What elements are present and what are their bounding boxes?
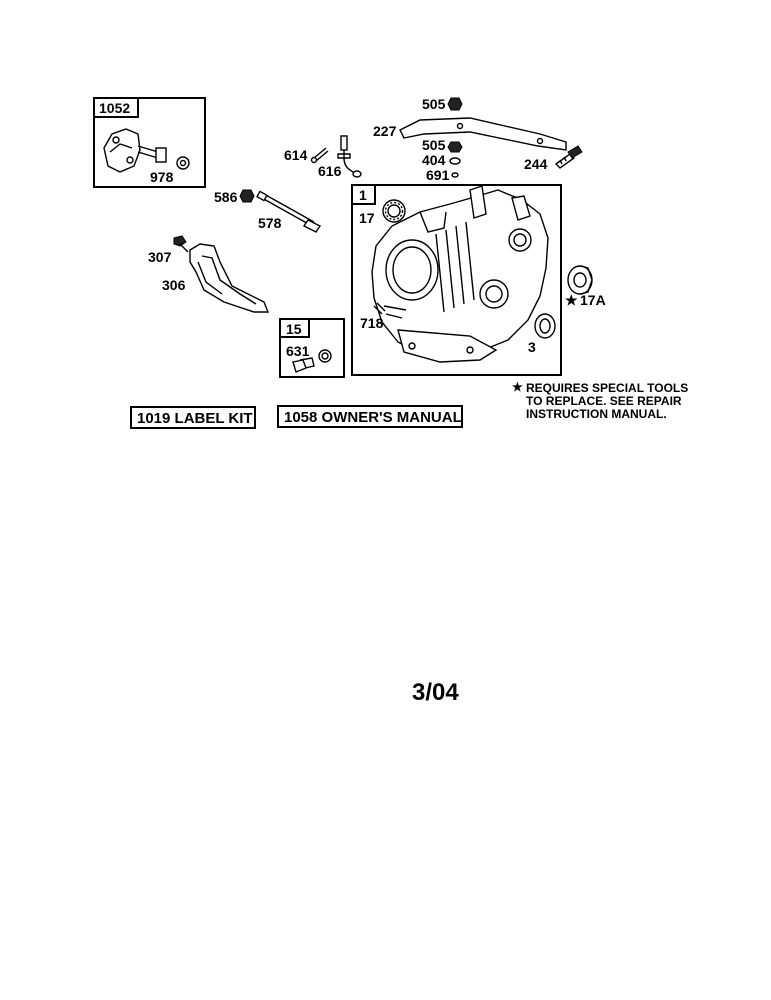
seal-3-illustration	[534, 313, 556, 339]
seal-17-illustration	[382, 199, 406, 223]
part-label-631: 631	[286, 343, 310, 359]
part-label-614: 614	[284, 147, 308, 163]
bolt-307-illustration	[173, 235, 189, 253]
part-label-978: 978	[150, 169, 174, 185]
part-label-404: 404	[422, 152, 446, 168]
kit-owners-manual-text: 1058 OWNER'S MANUAL	[284, 409, 462, 426]
crankcase-body-illustration	[371, 185, 549, 363]
nut-505-mid-illustration	[447, 141, 463, 153]
part-label-307: 307	[148, 249, 172, 265]
note-line-3: INSTRUCTION MANUAL.	[526, 407, 667, 421]
lever-306-illustration	[189, 243, 270, 313]
kit-owners-manual: 1058 OWNER'S MANUAL	[277, 405, 463, 428]
box-1-crankcase: 1 17 718	[351, 184, 562, 376]
bearing-17A-illustration	[567, 265, 593, 295]
part-label-616: 616	[318, 163, 342, 179]
dipstick-group: 614 616	[284, 135, 362, 179]
special-tools-note: ★ REQUIRES SPECIAL TOOLS TO REPLACE. SEE…	[512, 380, 688, 421]
part-label-306: 306	[162, 277, 186, 293]
bearing-17A-group: ★ 17A	[565, 265, 606, 308]
part-label-244: 244	[524, 156, 548, 172]
note-line-1: REQUIRES SPECIAL TOOLS	[526, 381, 688, 395]
note-line-2: TO REPLACE. SEE REPAIR	[526, 394, 682, 408]
part-label-586: 586	[214, 189, 238, 205]
pin-718-illustration	[373, 302, 386, 315]
special-tools-star: ★	[565, 292, 578, 308]
part-label-505-mid: 505	[422, 137, 446, 153]
part-label-17: 17	[359, 210, 375, 226]
part-label-1: 1	[359, 187, 367, 203]
note-star: ★	[512, 380, 523, 394]
fitting-244-illustration	[554, 145, 583, 169]
revision-date: 3/04	[412, 679, 459, 706]
box-15: 15 631	[279, 318, 345, 378]
governor-shaft-group: 586 578	[214, 189, 322, 233]
fitting-244-group: 244	[524, 145, 583, 172]
part-label-1052: 1052	[99, 100, 130, 116]
washer-691-illustration	[451, 172, 459, 178]
governor-lever-group: 307 306	[148, 235, 270, 313]
part-label-691: 691	[426, 167, 450, 183]
part-label-718: 718	[360, 315, 384, 331]
drain-plug-631-illustration	[292, 349, 332, 373]
shaft-578-illustration	[256, 190, 322, 233]
part-label-227: 227	[373, 123, 397, 139]
part-label-505-top: 505	[422, 96, 446, 112]
box-1052: 1052 978	[93, 97, 206, 188]
nut-505-top-illustration	[447, 97, 463, 111]
seal-586-illustration	[239, 189, 255, 203]
bracket-group: 505 227 505 404 691	[373, 96, 567, 183]
clip-614-illustration	[310, 147, 329, 164]
washer-404-illustration	[449, 157, 461, 165]
governor-assembly-illustration	[103, 128, 190, 173]
bracket-227-illustration	[399, 117, 567, 151]
part-label-17A: 17A	[580, 292, 606, 308]
kit-label-text: 1019 LABEL KIT	[137, 410, 253, 427]
part-label-3: 3	[528, 339, 536, 355]
dipstick-tube-616-illustration	[337, 135, 362, 178]
kit-label: 1019 LABEL KIT	[130, 406, 256, 429]
part-label-578: 578	[258, 215, 282, 231]
part-label-15: 15	[286, 321, 302, 337]
